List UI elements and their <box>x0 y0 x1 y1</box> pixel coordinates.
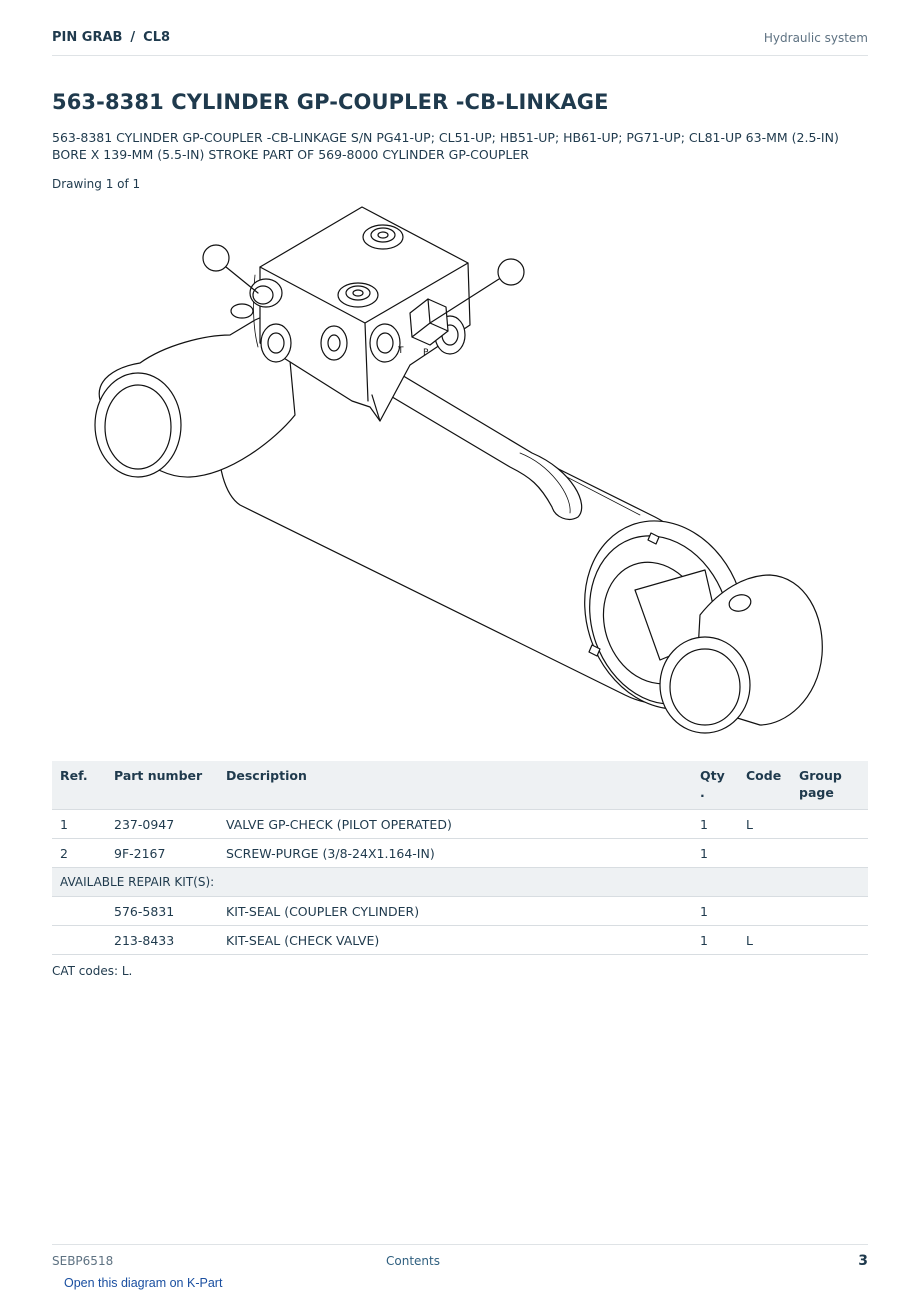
table-row: 2 9F-2167 SCREW-PURGE (3/8-24X1.164-IN) … <box>52 838 868 868</box>
kit-section-label: AVAILABLE REPAIR KIT(S): <box>52 867 868 897</box>
header-group-page: Group page <box>791 761 868 810</box>
contents-link[interactable]: Contents <box>386 1254 440 1268</box>
cell-qty: 1 <box>692 925 738 955</box>
rod-end-eye <box>659 574 823 734</box>
page-footer: SEBP6518 Contents 3 <box>52 1244 868 1275</box>
cell-ref: 1 <box>52 809 106 839</box>
cell-code: L <box>738 809 791 839</box>
page-subtitle: 563-8381 CYLINDER GP-COUPLER -CB-LINKAGE… <box>52 130 839 162</box>
parts-table: Ref. Part number Description Qty . Code … <box>52 761 868 955</box>
port-label-p: P <box>423 348 429 358</box>
header-qty: Qty . <box>692 761 738 810</box>
breadcrumb-machine[interactable]: PIN GRAB <box>52 30 123 45</box>
rear-mounting-eye <box>94 306 296 478</box>
cell-part-number[interactable]: 576-5831 <box>106 896 218 926</box>
port-label-t: T <box>397 346 404 356</box>
hydraulic-tube <box>371 364 583 520</box>
cell-group-page <box>791 838 868 868</box>
breadcrumb-model[interactable]: CL8 <box>143 30 171 45</box>
cell-description: KIT-SEAL (CHECK VALVE) <box>218 925 692 955</box>
callout-1[interactable] <box>202 244 259 294</box>
table-row: 1 237-0947 VALVE GP-CHECK (PILOT OPERATE… <box>52 809 868 839</box>
page-header: PIN GRAB / CL8 Hydraulic system <box>52 28 868 56</box>
document-id: SEBP6518 <box>52 1254 114 1268</box>
kit-section-row: AVAILABLE REPAIR KIT(S): <box>52 867 868 897</box>
drawing-label: Drawing 1 of 1 <box>52 177 141 191</box>
header-ref: Ref. <box>52 761 106 810</box>
cell-ref: 2 <box>52 838 106 868</box>
parts-diagram[interactable]: T P <box>80 195 840 745</box>
open-diagram-link[interactable]: Open this diagram on K-Part <box>64 1276 223 1290</box>
callout-2[interactable] <box>429 258 525 324</box>
header-code: Code <box>738 761 791 810</box>
cell-ref <box>52 896 106 926</box>
cell-group-page <box>791 896 868 926</box>
header-part-number: Part number <box>106 761 218 810</box>
table-row: 576-5831 KIT-SEAL (COUPLER CYLINDER) 1 <box>52 896 868 926</box>
cell-code: L <box>738 925 791 955</box>
header-description: Description <box>218 761 692 810</box>
cell-ref <box>52 925 106 955</box>
purge-screw <box>230 278 283 319</box>
cell-group-page <box>791 809 868 839</box>
cell-description: KIT-SEAL (COUPLER CYLINDER) <box>218 896 692 926</box>
plug-middle <box>337 282 379 308</box>
section-name: Hydraulic system <box>763 31 868 45</box>
cell-qty: 1 <box>692 809 738 839</box>
cell-qty: 1 <box>692 896 738 926</box>
cat-codes-note: CAT codes: L. <box>52 964 133 978</box>
page-title: 563-8381 CYLINDER GP-COUPLER -CB-LINKAGE <box>52 90 609 114</box>
cell-part-number[interactable]: 9F-2167 <box>106 838 218 868</box>
cell-code <box>738 838 791 868</box>
cell-part-number[interactable]: 213-8433 <box>106 925 218 955</box>
page-number: 3 <box>858 1253 868 1269</box>
table-row: 213-8433 KIT-SEAL (CHECK VALVE) 1 L <box>52 925 868 955</box>
cell-qty: 1 <box>692 838 738 868</box>
valve-block <box>253 206 471 422</box>
breadcrumb-separator: / <box>130 30 136 45</box>
cell-part-number[interactable]: 237-0947 <box>106 809 218 839</box>
check-valve <box>409 298 449 346</box>
cell-description: SCREW-PURGE (3/8-24X1.164-IN) <box>218 838 692 868</box>
table-header-row: Ref. Part number Description Qty . Code … <box>52 761 868 810</box>
breadcrumb: PIN GRAB / CL8 <box>52 30 170 45</box>
cell-group-page <box>791 925 868 955</box>
port-plugs <box>260 315 466 363</box>
cell-code <box>738 896 791 926</box>
cell-description: VALVE GP-CHECK (PILOT OPERATED) <box>218 809 692 839</box>
plug-top <box>362 224 404 250</box>
